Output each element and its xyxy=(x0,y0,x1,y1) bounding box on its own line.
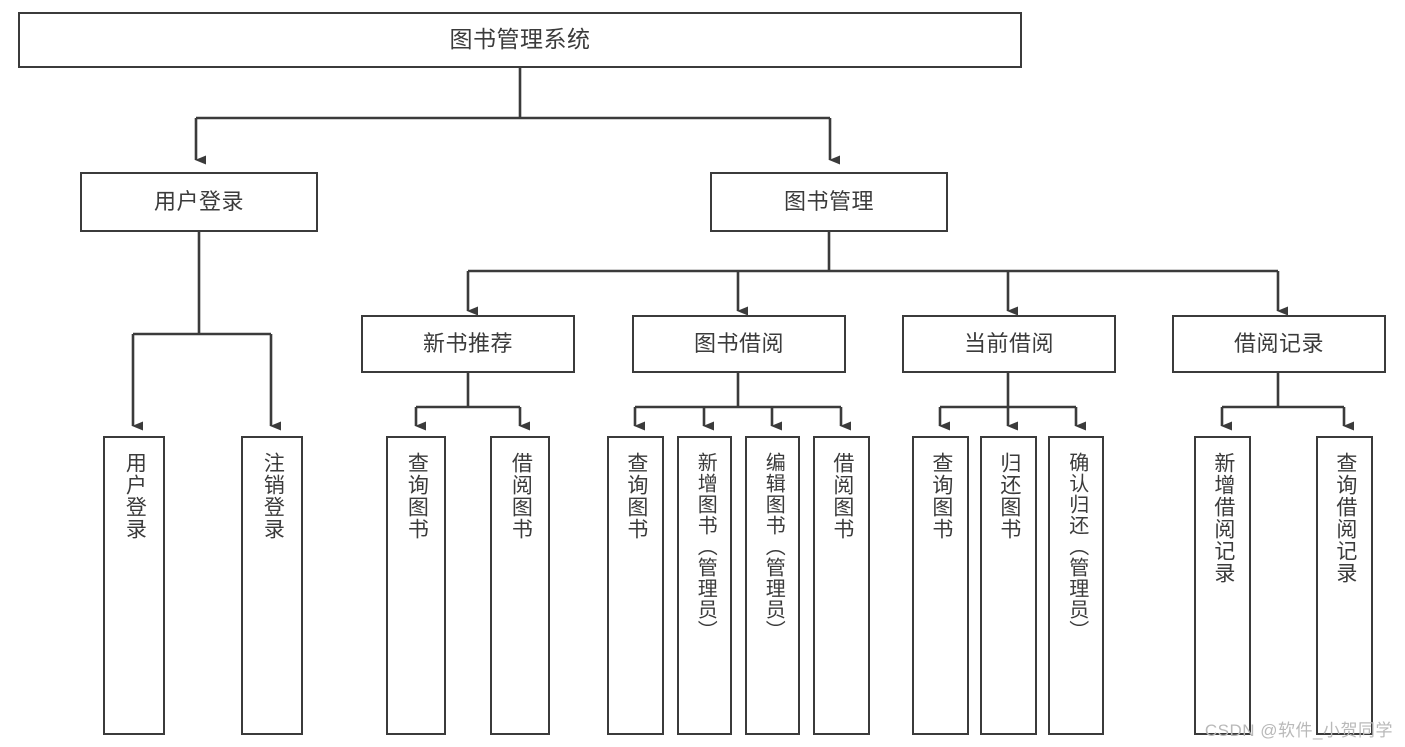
leaf-query-book-recommend[interactable]: 查询图书 xyxy=(386,436,446,735)
node-label: 新增借阅记录 xyxy=(1211,452,1235,584)
leaf-add-book-admin[interactable]: 新增图书（管理员） xyxy=(677,436,732,735)
leaf-logout-login[interactable]: 注销登录 xyxy=(241,436,303,735)
node-label: 图书管理系统 xyxy=(449,26,591,53)
leaf-add-borrow-record[interactable]: 新增借阅记录 xyxy=(1194,436,1251,735)
leaf-borrow-book-recommend[interactable]: 借阅图书 xyxy=(490,436,550,735)
node-root-book-management-system[interactable]: 图书管理系统 xyxy=(18,12,1022,68)
node-label: 查询图书 xyxy=(624,452,648,540)
node-label: 用户登录 xyxy=(123,452,147,540)
node-label: 查询图书 xyxy=(929,452,953,540)
node-label: 当前借阅 xyxy=(963,330,1054,356)
node-label: 编辑图书（管理员） xyxy=(762,452,785,641)
watermark-csdn: CSDN @软件_小贺同学 xyxy=(1204,721,1393,740)
node-label: 注销登录 xyxy=(261,452,285,540)
leaf-confirm-return-admin[interactable]: 确认归还（管理员） xyxy=(1048,436,1104,735)
node-user-login[interactable]: 用户登录 xyxy=(80,172,318,232)
leaf-edit-book-admin[interactable]: 编辑图书（管理员） xyxy=(745,436,800,735)
node-label: 用户登录 xyxy=(153,188,244,214)
leaf-user-login[interactable]: 用户登录 xyxy=(103,436,165,735)
leaf-return-book[interactable]: 归还图书 xyxy=(980,436,1037,735)
node-current-borrow[interactable]: 当前借阅 xyxy=(902,315,1116,373)
node-label: 新书推荐 xyxy=(422,330,513,356)
node-label: 新增图书（管理员） xyxy=(694,452,717,641)
node-label: 图书借阅 xyxy=(693,330,784,356)
leaf-query-book-borrow[interactable]: 查询图书 xyxy=(607,436,664,735)
node-book-borrow[interactable]: 图书借阅 xyxy=(632,315,846,373)
node-new-book-recommend[interactable]: 新书推荐 xyxy=(361,315,575,373)
leaf-query-book-current[interactable]: 查询图书 xyxy=(912,436,969,735)
node-label: 图书管理 xyxy=(783,188,874,214)
node-label: 借阅图书 xyxy=(830,452,854,540)
node-label: 确认归还（管理员） xyxy=(1065,452,1088,641)
node-label: 查询图书 xyxy=(405,452,429,540)
node-borrow-record[interactable]: 借阅记录 xyxy=(1172,315,1386,373)
node-label: 查询借阅记录 xyxy=(1333,452,1357,584)
node-label: 归还图书 xyxy=(997,452,1021,540)
node-label: 借阅图书 xyxy=(509,452,533,540)
leaf-query-borrow-record[interactable]: 查询借阅记录 xyxy=(1316,436,1373,735)
leaf-borrow-book[interactable]: 借阅图书 xyxy=(813,436,870,735)
node-label: 借阅记录 xyxy=(1233,330,1324,356)
node-book-manage[interactable]: 图书管理 xyxy=(710,172,948,232)
